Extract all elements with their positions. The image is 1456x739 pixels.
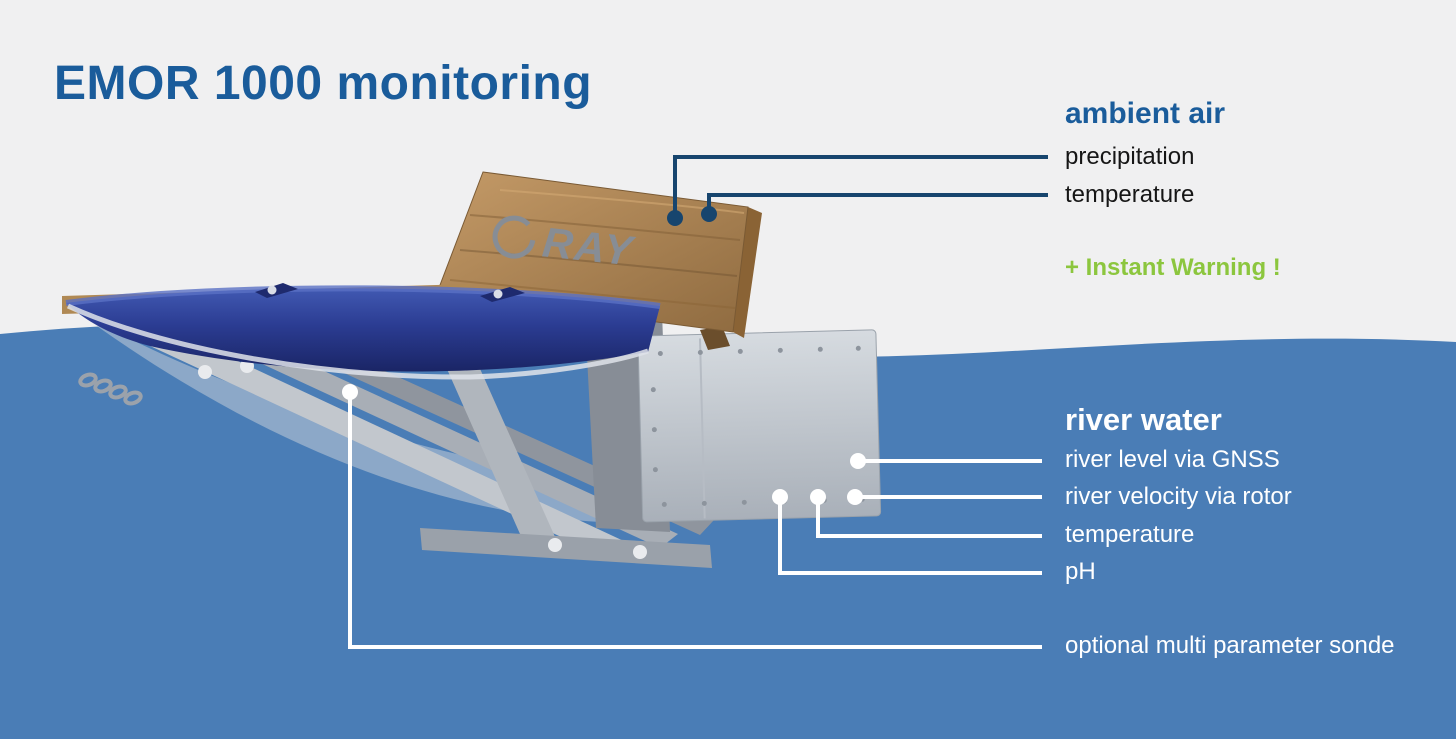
ambient-air-heading: ambient air bbox=[1065, 97, 1226, 130]
callout-dot-sonde bbox=[342, 384, 358, 400]
label-river-level: river level via GNSS bbox=[1065, 446, 1280, 473]
callout-line-precipitation bbox=[673, 155, 1048, 218]
sensor-housing bbox=[637, 329, 882, 523]
callout-dot-precipitation bbox=[667, 210, 683, 226]
label-ph: pH bbox=[1065, 558, 1096, 585]
logo-text: RAY bbox=[540, 218, 638, 275]
callout-dot-ph bbox=[772, 489, 788, 505]
callout-dot-air-temperature bbox=[701, 206, 717, 222]
label-water-temperature: temperature bbox=[1065, 521, 1195, 548]
river-water-heading: river water bbox=[1065, 402, 1222, 437]
label-river-velocity: river velocity via rotor bbox=[1065, 483, 1292, 510]
roof-logo: RAY bbox=[492, 215, 638, 275]
callouts-ambient-air bbox=[667, 155, 1048, 226]
boat-hull bbox=[65, 283, 661, 380]
label-optional-sonde: optional multi parameter sonde bbox=[1065, 632, 1395, 659]
instant-warning-note: + Instant Warning ! bbox=[1065, 254, 1281, 281]
callout-line-sonde bbox=[348, 392, 1042, 649]
callout-dot-river-level bbox=[850, 453, 866, 469]
label-air-temperature: temperature bbox=[1065, 181, 1195, 208]
callout-line-ph bbox=[778, 497, 1042, 575]
mooring-chain bbox=[78, 372, 143, 406]
page-title: EMOR 1000 monitoring bbox=[54, 57, 593, 110]
callout-dot-water-temperature bbox=[810, 489, 826, 505]
callout-dot-river-velocity bbox=[847, 489, 863, 505]
label-precipitation: precipitation bbox=[1065, 143, 1195, 170]
callouts-river-water bbox=[342, 384, 1042, 649]
callout-line-water-temperature bbox=[816, 497, 1042, 538]
